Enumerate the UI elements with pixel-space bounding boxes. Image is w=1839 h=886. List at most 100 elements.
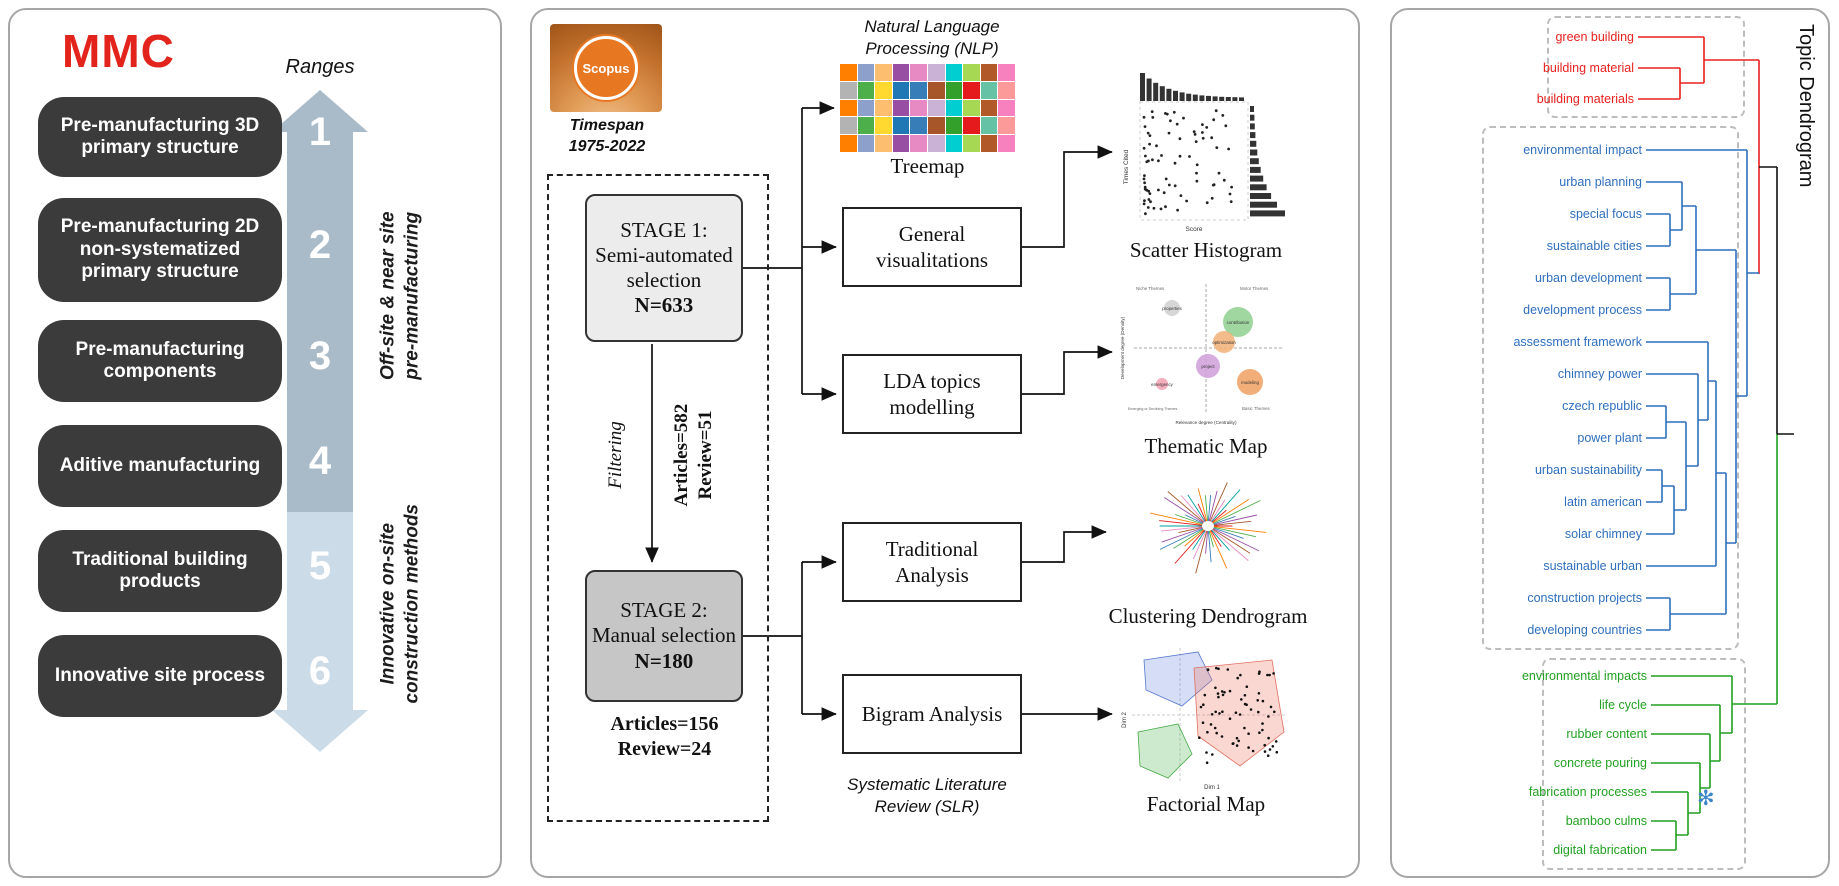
svg-text:optimization: optimization [1212,340,1236,345]
svg-text:Motor Themes: Motor Themes [1240,286,1269,291]
term: assessment framework [1513,335,1642,349]
group-label-offsite: Off-site & near site pre-manufacturing [377,211,422,381]
term: building materials [1536,92,1634,106]
scatter-top-histogram [1140,73,1244,101]
group-label-onsite: Innovative on-site construction methods [377,504,422,704]
range-number-2: 2 [308,223,332,267]
term: solar chimney [1564,527,1642,541]
range-number-3: 3 [308,334,332,378]
slr-label: Systematic Literature Review (SLR) [847,775,1007,817]
scatter-histogram-image: Score Times Cited [1123,73,1285,233]
scatter-histogram-caption: Scatter Histogram [1129,238,1283,262]
svg-text:Emerging or Declining Themes: Emerging or Declining Themes [1128,407,1177,411]
svg-text:properties: properties [1162,306,1182,311]
radial-branches [1150,482,1267,574]
flowbox-bigram-analysis: Bigram Analysis [842,674,1022,754]
range-number-1: 1 [308,110,332,154]
svg-text:project: project [1201,364,1215,369]
timespan-label: Timespan 1975-2022 [568,117,646,155]
factorial-dots [1198,666,1279,764]
mmc-panel: MMC Ranges 1 2 3 4 5 6 Pre-manufacturing… [8,8,502,878]
svg-text:modeling: modeling [1241,380,1259,385]
scatter-right-histogram [1250,106,1285,217]
term: environmental impacts [1521,669,1647,683]
scopus-logo: Scopus [550,24,662,112]
svg-text:Score: Score [1186,226,1203,233]
term: chimney power [1557,367,1642,381]
factorial-map-caption: Factorial Map [1146,792,1266,816]
range-arrow-bottom [272,710,368,752]
mmc-item-2: Pre-manufacturing 2D non-systematized pr… [38,198,282,302]
range-number-5: 5 [308,544,332,588]
green-cluster-labels: environmental impacts life cycle rubber … [1452,662,1647,865]
term: latin american [1564,495,1642,509]
final-counts: Articles=156 Review=24 [610,713,719,760]
svg-text:Development degree (Density): Development degree (Density) [1120,316,1125,379]
factorial-map-image: Dim 1 Dim 2 [1122,648,1286,791]
flowbox-lda-topics: LDA topics modelling [842,354,1022,434]
treemap-grid [840,64,1015,152]
clustering-dendrogram-caption: Clustering Dendrogram [1108,604,1308,628]
ranges-label: Ranges [285,56,355,78]
term: special focus [1569,207,1642,221]
term: developing countries [1527,623,1642,637]
term: czech republic [1562,399,1642,413]
mmc-item-1: Pre-manufacturing 3D primary structure [38,97,282,177]
blue-cluster-box [1482,126,1739,650]
selection-dashed-box [547,174,769,822]
range-number-4: 4 [308,439,332,483]
scatter-dots [1142,109,1233,216]
term: digital fabrication [1553,843,1647,857]
term: concrete pouring [1553,756,1647,770]
svg-text:Relevance degree (Centrality): Relevance degree (Centrality) [1175,420,1236,425]
scopus-circle-icon: Scopus [574,36,638,100]
mmc-item-4: Aditive manufacturing [38,425,282,507]
range-arrow-body-top [287,130,353,512]
term: environmental impact [1523,143,1642,157]
dendrogram-panel: green building building material buildin… [1390,8,1830,878]
methodology-panel: Scopus Timespan 1975-2022 STAGE 1: Semi-… [530,8,1360,878]
range-arrow-top [272,90,368,132]
dendrogram-lines [1638,36,1794,851]
term: construction projects [1527,591,1642,605]
svg-text:Basic Themes: Basic Themes [1242,406,1271,411]
svg-text:emergency: emergency [1151,382,1174,387]
clustering-dendrogram-image [1150,482,1267,574]
red-cluster-labels: green building building material buildin… [1462,22,1634,115]
filter-counts: Articles=582 Review=51 [671,403,716,507]
thematic-map-image: properties contribution optimization pro… [1120,284,1284,425]
blue-cluster-labels: environmental impact urban planning spec… [1442,134,1642,646]
range-arrow-body-bottom [287,512,353,710]
flowbox-general-visualitations: General visualitations [842,207,1022,287]
term: building material [1542,61,1634,75]
term: urban development [1534,271,1642,285]
filtering-label: Filtering [605,421,626,489]
stage2-box: STAGE 2: Manual selection N=180 [585,570,743,702]
svg-text:Niche Themes: Niche Themes [1136,286,1165,291]
svg-text:Times Cited: Times Cited [1123,149,1130,184]
topic-dendrogram-title: Topic Dendrogram [1795,24,1817,188]
mmc-title: MMC [62,25,175,77]
svg-text:Dim 1: Dim 1 [1204,785,1220,791]
term: green building [1555,30,1634,44]
stage1-box: STAGE 1: Semi-automated selection N=633 [585,194,743,342]
term: sustainable urban [1543,559,1642,573]
term: urban sustainability [1534,463,1642,477]
mmc-item-5: Traditional building products [38,530,282,612]
flowbox-traditional-analysis: Traditional Analysis [842,522,1022,602]
term: sustainable cities [1546,239,1642,253]
flower-icon: ✻ [1697,787,1715,810]
term: rubber content [1566,727,1647,741]
flow-arrows [645,101,1113,721]
svg-text:contribution: contribution [1227,320,1250,325]
term: development process [1523,303,1642,317]
svg-text:Dim 2: Dim 2 [1122,712,1128,728]
term: urban planning [1559,175,1642,189]
treemap-caption: Treemap [890,154,965,178]
mmc-item-3: Pre-manufacturing components [38,320,282,402]
term: life cycle [1599,698,1647,712]
term: power plant [1577,431,1642,445]
mmc-item-6: Innovative site process [38,635,282,717]
red-cluster-box [1547,16,1745,118]
range-number-6: 6 [308,649,332,693]
